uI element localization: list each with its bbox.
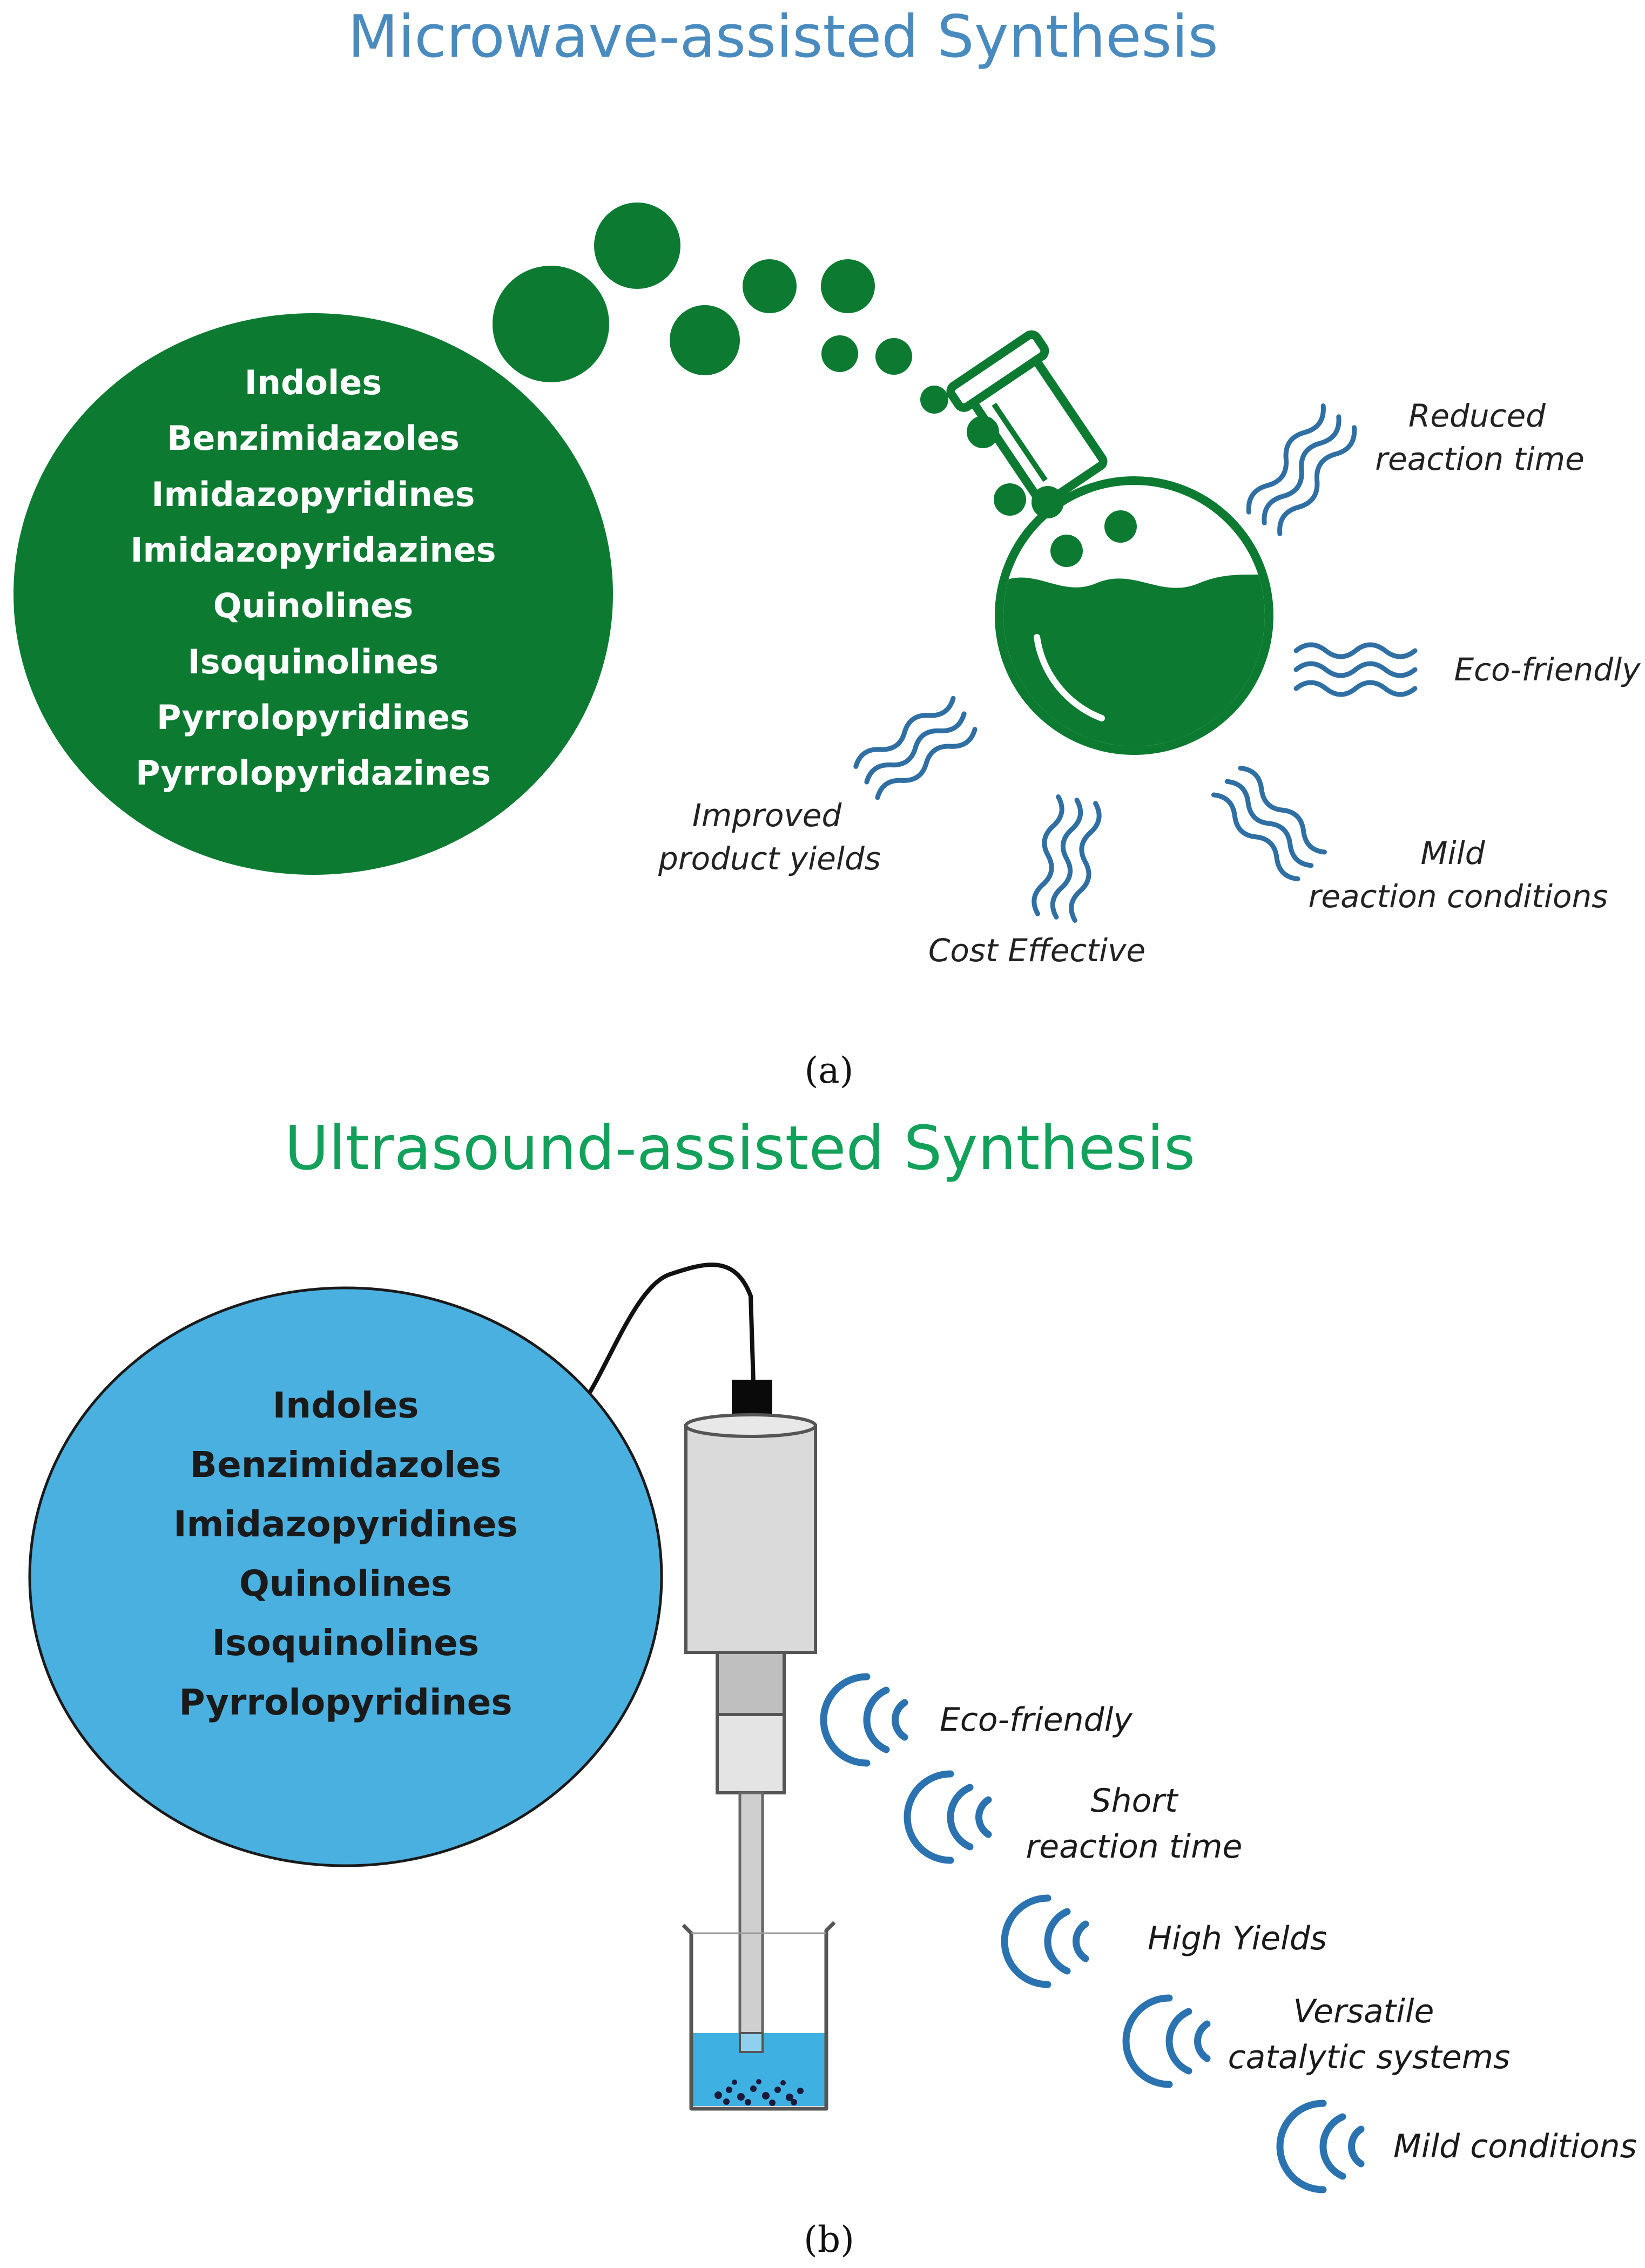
compound-item: Benzimidazoles (167, 418, 460, 458)
compound-item: Imidazopyridazines (130, 530, 496, 570)
compound-item: Pyrrolopyridines (179, 1682, 512, 1723)
compound-item: Isoquinolines (188, 642, 439, 681)
benefit-versatile: Versatile (1293, 1993, 1434, 2030)
compound-item: Quinolines (239, 1563, 452, 1604)
compound-item: Imidazopyridines (173, 1503, 518, 1545)
benefit-mild-conditions: reaction conditions (1309, 878, 1608, 915)
benefit-eco-friendly-b: Eco-friendly (940, 1701, 1133, 1739)
compound-item: Indoles (273, 1385, 419, 1426)
heat-wave-icon (853, 403, 1418, 923)
benefit-high-yields: High Yields (1148, 1920, 1327, 1958)
benefit-reduced-time: Reduced (1408, 397, 1546, 434)
compound-item: Quinolines (213, 586, 413, 625)
rising-bubbles (493, 202, 912, 382)
benefit-versatile: catalytic systems (1228, 2039, 1511, 2076)
compound-bubble-b (28, 1286, 663, 1867)
benefit-improved-yields: Improved (692, 797, 842, 834)
benefit-cost-effective: Cost Effective (928, 932, 1145, 969)
compound-item: Pyrrolopyridazines (136, 753, 491, 793)
panel-a: Microwave-assisted Synthesis Indoles Ben… (14, 3, 1641, 1091)
probe-cable (584, 1263, 756, 1400)
compound-list-b: Indoles Benzimidazoles Imidazopyridines … (173, 1385, 518, 1723)
compound-item: Pyrrolopyridines (157, 698, 470, 737)
compound-list-a: Indoles Benzimidazoles Imidazopyridines … (130, 363, 496, 793)
panel-a-title: Microwave-assisted Synthesis (348, 3, 1218, 71)
compound-item: Imidazopyridines (151, 475, 475, 514)
benefit-reduced-time: reaction time (1375, 441, 1585, 477)
caption-a: (a) (805, 1050, 854, 1091)
compound-bubble-a (14, 313, 613, 875)
benefit-mild-conditions: Mild (1420, 835, 1485, 872)
caption-b: (b) (804, 2219, 854, 2260)
round-bottom-flask-icon (920, 330, 1273, 755)
compound-item: Indoles (245, 363, 382, 402)
compound-item: Isoquinolines (212, 1622, 480, 1664)
benefit-mild-conditions-b: Mild conditions (1393, 2128, 1637, 2165)
ultrasonic-probe-icon (684, 1380, 817, 2054)
panel-b-title: Ultrasound-assisted Synthesis (285, 1113, 1195, 1184)
benefit-improved-yields: product yields (658, 840, 881, 877)
benefit-short-time: Short (1090, 1782, 1178, 1820)
benefit-short-time: reaction time (1026, 1828, 1243, 1866)
beaker-icon (682, 1921, 836, 2111)
benefit-eco-friendly: Eco-friendly (1454, 651, 1641, 688)
panel-b: Ultrasound-assisted Synthesis Indoles Be… (28, 1113, 1637, 2260)
compound-item: Benzimidazoles (190, 1444, 502, 1486)
sound-wave-icon (820, 1673, 1365, 2193)
